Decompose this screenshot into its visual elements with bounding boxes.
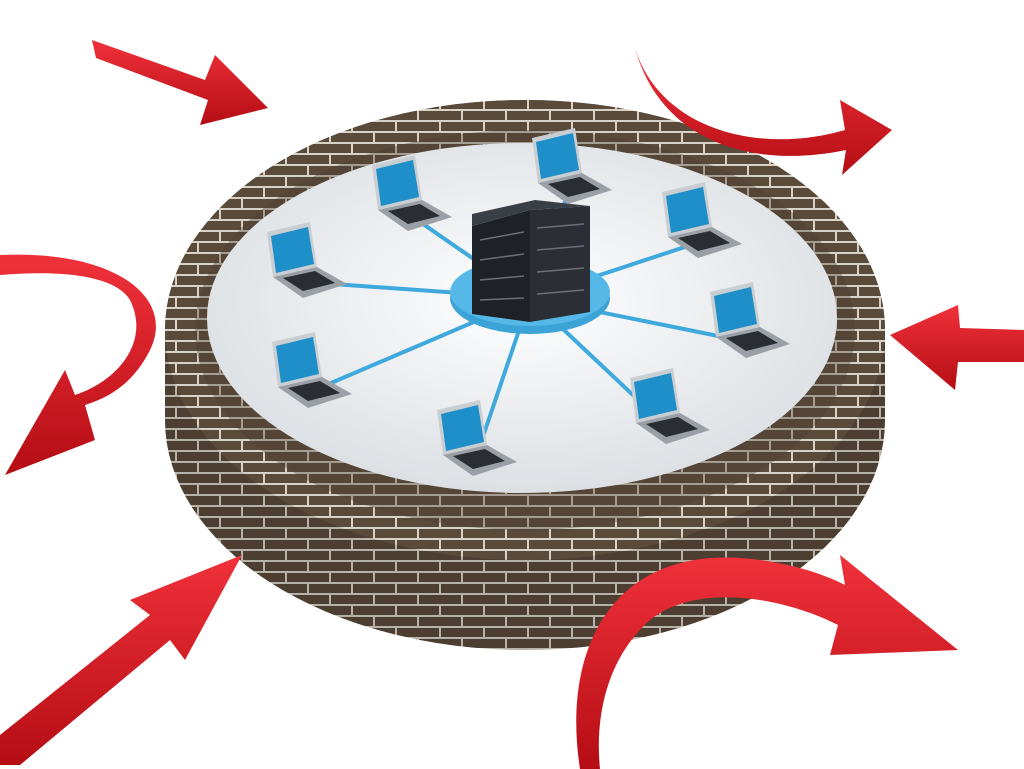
arrow-icon (0, 555, 242, 765)
arrow-icon (92, 40, 268, 125)
arrow-icon (890, 305, 1024, 390)
laptop-icon (372, 155, 452, 231)
server-icon (472, 200, 590, 322)
laptop-icon (272, 332, 352, 408)
arrow-icon (635, 48, 892, 175)
laptop-icon (710, 282, 790, 358)
laptop-icon (532, 128, 612, 204)
laptop-icon (662, 182, 742, 258)
arrow-icon (576, 555, 958, 769)
laptop-icon (437, 400, 517, 476)
laptop-icon (630, 368, 710, 444)
arrow-icon (0, 254, 156, 475)
threat-arrows (0, 40, 1024, 769)
laptop-icon (267, 222, 347, 298)
